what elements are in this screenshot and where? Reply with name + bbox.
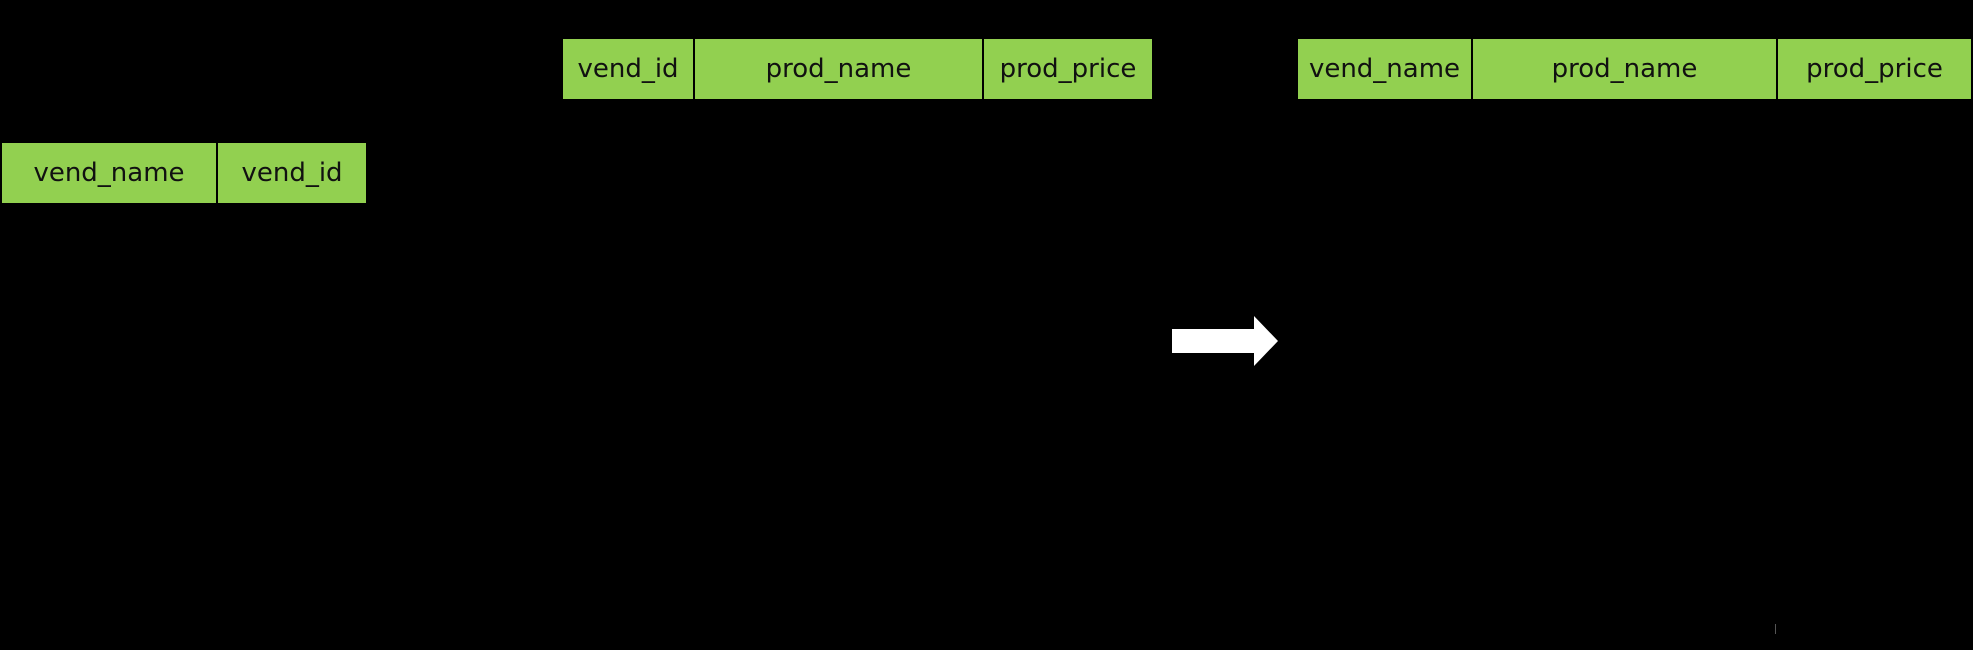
column-header-prod-name: prod_name: [1473, 39, 1776, 99]
column-header-prod-name: prod_name: [695, 39, 982, 99]
column-header-vend-name: vend_name: [1298, 39, 1471, 99]
tick-mark: [1775, 624, 1776, 634]
column-header-prod-price: prod_price: [1778, 39, 1971, 99]
products-table-header: vend_id prod_name prod_price: [563, 39, 1152, 99]
column-header-prod-price: prod_price: [984, 39, 1152, 99]
column-header-vend-id: vend_id: [218, 143, 366, 203]
result-table-header: vend_name prod_name prod_price: [1298, 39, 1971, 99]
vendors-table-header: vend_name vend_id: [2, 143, 366, 203]
column-header-vend-name: vend_name: [2, 143, 216, 203]
column-header-vend-id: vend_id: [563, 39, 693, 99]
right-arrow-icon: [1172, 316, 1278, 366]
